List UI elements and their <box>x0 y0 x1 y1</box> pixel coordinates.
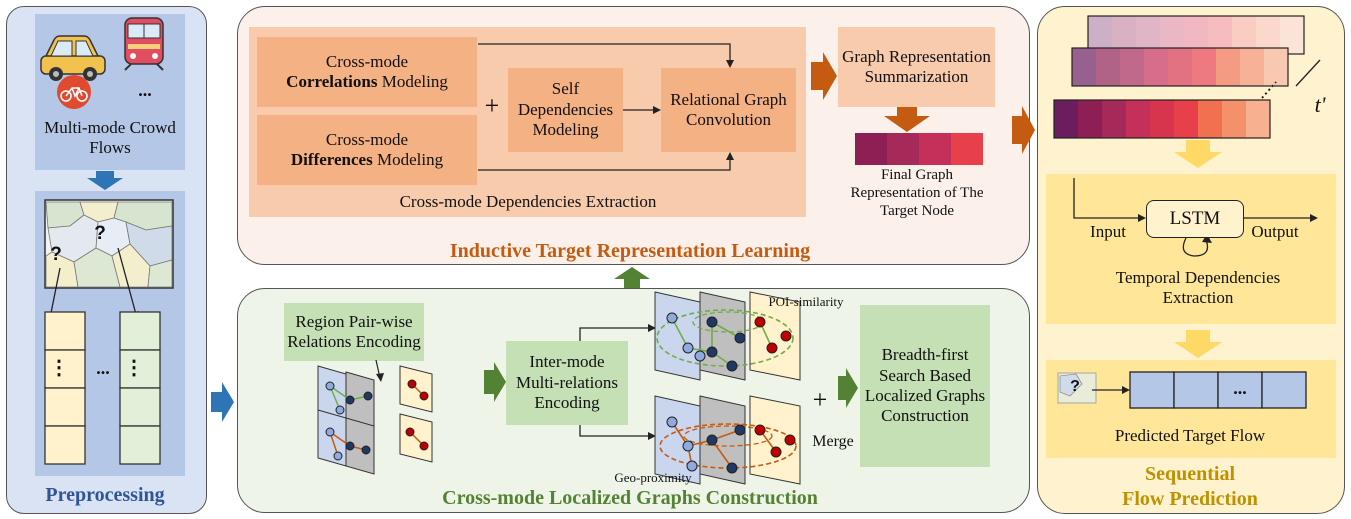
temporal-label: Temporal Dependencies Extraction <box>1115 268 1281 308</box>
series-dots-2: ⋮ <box>124 357 144 379</box>
preprocessing-title: Preprocessing <box>45 484 165 506</box>
flows-label: Multi-mode Crowd Flows <box>44 118 176 158</box>
plus-sign: + <box>484 91 500 120</box>
map-question-2: ? <box>50 244 62 265</box>
prediction-title-1: Sequential <box>1144 463 1236 485</box>
predicted-label: Predicted Target Flow <box>1114 426 1266 445</box>
series-dots-1: ⋮ <box>49 357 69 379</box>
map-question-1: ? <box>94 223 106 244</box>
extraction-label: Cross-mode Dependencies Extraction <box>399 192 657 211</box>
geo-label: Geo-proximity <box>614 470 692 485</box>
pairwise-encoding: Region Pair-wise Relations Encoding <box>284 303 424 361</box>
input-label: Input <box>1090 222 1126 241</box>
t-prime-label: t' <box>1314 92 1326 117</box>
bfs-construction: Breadth-first Search Based Localized Gra… <box>860 305 990 467</box>
intermode-encoding: Inter-mode Multi-relations Encoding <box>506 341 628 425</box>
region-box <box>35 191 185 476</box>
poi-label: POI-similarity <box>768 294 844 309</box>
mode-ellipsis: ... <box>138 80 152 100</box>
predicted-ellipsis: ... <box>1233 378 1247 398</box>
relational-graph-convolution: Relational Graph Convolution <box>661 68 796 152</box>
representation-title: Inductive Target Representation Learning <box>449 240 811 262</box>
prediction-title-2: Flow Prediction <box>1122 488 1258 510</box>
merge-plus: + <box>812 385 828 414</box>
self-dependencies: Self Dependencies Modeling <box>508 68 623 152</box>
series-ellipsis: ... <box>96 358 110 378</box>
merge-label: Merge <box>812 433 854 450</box>
output-label: Output <box>1251 222 1299 241</box>
lstm-box: LSTM <box>1146 200 1244 238</box>
differences-modeling: Cross-mode Differences Modeling <box>257 115 477 185</box>
localized-title: Cross-mode Localized Graphs Construction <box>442 487 818 509</box>
graph-summarization: Graph Representation Summarization <box>838 27 995 107</box>
predicted-question: ? <box>1070 378 1080 395</box>
correlations-modeling: Cross-mode Correlations Modeling <box>257 37 477 107</box>
final-representation-label: Final Graph Representation of The Target… <box>850 167 984 219</box>
